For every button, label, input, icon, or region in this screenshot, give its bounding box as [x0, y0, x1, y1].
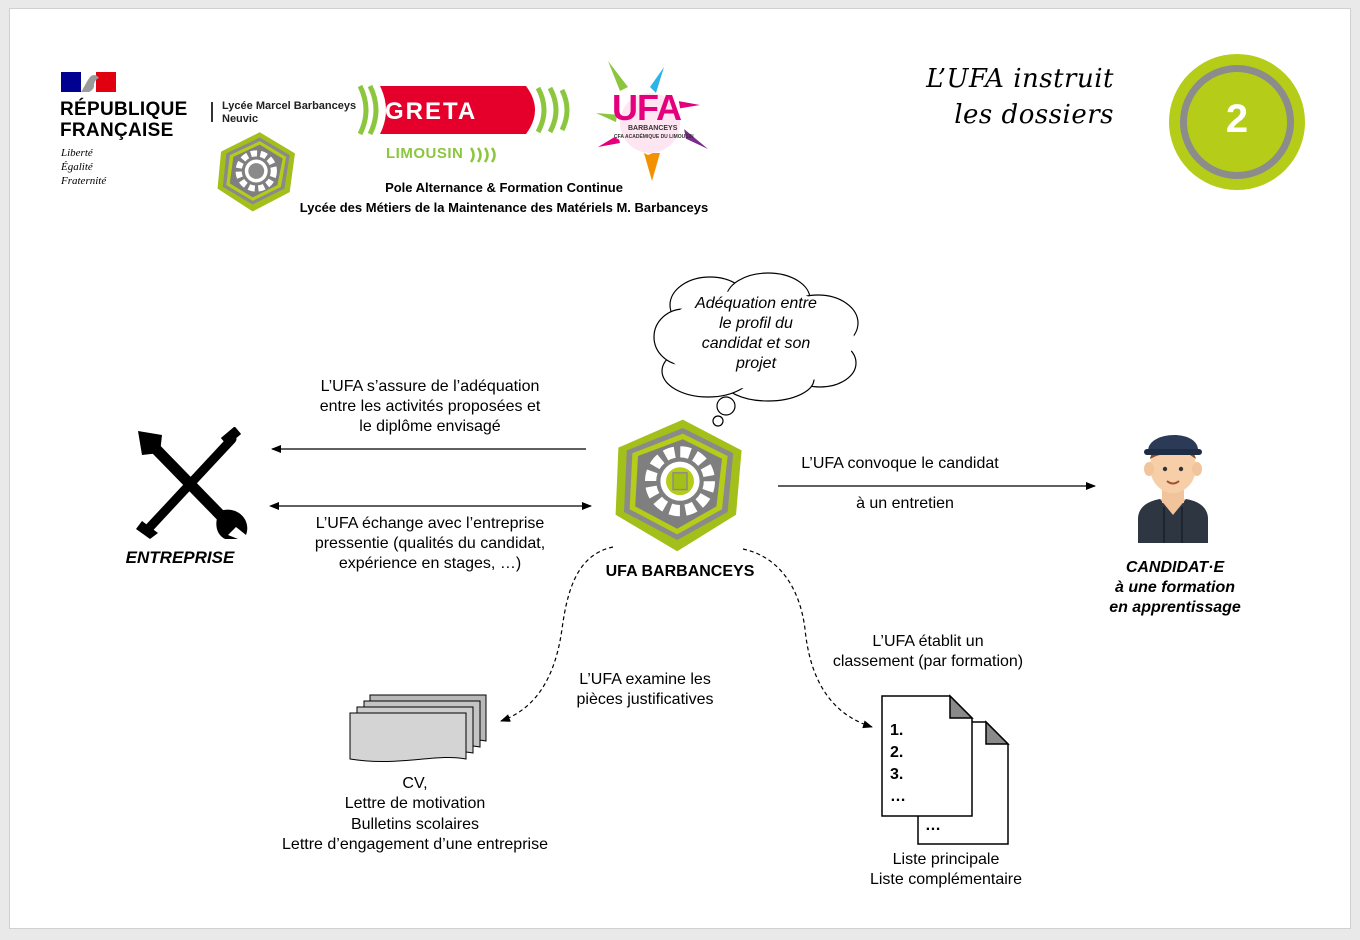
lists-line2: Liste complémentaire	[869, 871, 1023, 888]
examine-line2: pièces justificatives	[576, 691, 714, 708]
ufa-logo-sub1: BARBANCEYS	[628, 125, 678, 132]
motto-egalite: Égalité	[61, 161, 93, 173]
classement-line1: L’UFA établit un	[872, 633, 984, 650]
greta-logo	[357, 84, 572, 136]
arrow-right-top-label: L’UFA convoque le candidat	[801, 455, 999, 472]
arrow-to-documents	[500, 546, 614, 722]
arrow-to-lists	[742, 548, 873, 729]
greta-wordmark: GRETA	[385, 89, 478, 127]
candidat-label-line3: en apprentissage	[1109, 599, 1241, 616]
candidat-avatar-icon	[1130, 423, 1216, 543]
lists-icon	[880, 694, 1012, 846]
list-number-3: 3.	[890, 766, 904, 783]
thought-cloud	[650, 271, 866, 431]
arrow-top-left-line2: entre les activités proposées et	[319, 398, 541, 415]
candidat-label-line1: CANDIDAT·E	[1125, 559, 1225, 576]
arrow-bottom-left-line1: L’UFA échange avec l’entreprise	[315, 515, 545, 532]
cloud-line4: projet	[735, 355, 777, 372]
motto-fraternite: Fraternité	[61, 175, 107, 187]
cloud-line3: candidat et son	[701, 335, 811, 352]
list-number-more: …	[890, 788, 906, 805]
candidat-label-line2: à une formation	[1114, 579, 1235, 596]
lycee-gear-logo-icon	[214, 127, 302, 215]
step-number: 2	[1225, 97, 1249, 141]
documents-line1: CV,	[402, 775, 428, 792]
documents-line4: Lettre d’engagement d’une entreprise	[282, 836, 548, 853]
arrow-bottom-left-line3: expérience en stages, …)	[338, 555, 522, 572]
list-back-more: …	[925, 817, 941, 834]
ufa-center-label: UFA BARBANCEYS	[605, 563, 755, 580]
arrow-bottom-left-line2: pressentie (qualités du candidat,	[314, 535, 546, 552]
arrow-right-bottom-label: à un entretien	[856, 495, 954, 512]
motto-liberte: Liberté	[61, 147, 93, 159]
lycee-city: Neuvic	[222, 113, 259, 125]
greta-limousin: LIMOUSIN	[386, 145, 464, 162]
ufa-logo-sub2: CFA ACADÉMIQUE DU LIMOUSIN	[614, 134, 694, 140]
documents-line3: Bulletins scolaires	[350, 816, 480, 833]
ufa-star-logo-icon	[590, 57, 712, 182]
step-title-line2: les dossiers	[954, 100, 1114, 130]
list-number-1: 1.	[890, 722, 904, 739]
entreprise-label: ENTREPRISE	[125, 548, 235, 567]
cloud-line2: le profil du	[719, 315, 793, 332]
arrow-top-left-line3: le diplôme envisagé	[359, 418, 501, 435]
republique-title-line2: FRANÇAISE	[60, 120, 174, 141]
list-number-2: 2.	[890, 744, 904, 761]
lycee-name: Lycée Marcel Barbanceys	[222, 100, 357, 112]
diagram-connectors	[269, 445, 1096, 729]
cloud-line1: Adéquation entre	[695, 295, 817, 312]
classement-line2: classement (par formation)	[832, 653, 1024, 670]
republique-title-line1: RÉPUBLIQUE	[60, 99, 188, 120]
lycee-divider	[211, 102, 213, 122]
pole-line2: Lycée des Métiers de la Maintenance des …	[299, 200, 709, 215]
ufa-logo-letters: UFA	[612, 87, 682, 128]
marianne-flag-icon	[61, 72, 116, 92]
ufa-center-gear-icon	[610, 414, 750, 554]
limousin-waves-icon	[468, 146, 498, 164]
tools-icon	[128, 426, 252, 541]
arrow-top-left-line1: L’UFA s’assure de l’adéquation	[320, 378, 540, 395]
documents-line2: Lettre de motivation	[344, 795, 486, 812]
step-badge	[1168, 53, 1306, 191]
step-title-line1: L’UFA instruit	[926, 64, 1114, 94]
lists-line1: Liste principale	[892, 851, 1000, 868]
examine-line1: L’UFA examine les	[579, 671, 711, 688]
documents-stack-icon	[348, 693, 490, 765]
slide: RÉPUBLIQUE FRANÇAISE Liberté Égalité Fra…	[9, 8, 1351, 929]
pole-line1: Pole Alternance & Formation Continue	[385, 180, 623, 195]
